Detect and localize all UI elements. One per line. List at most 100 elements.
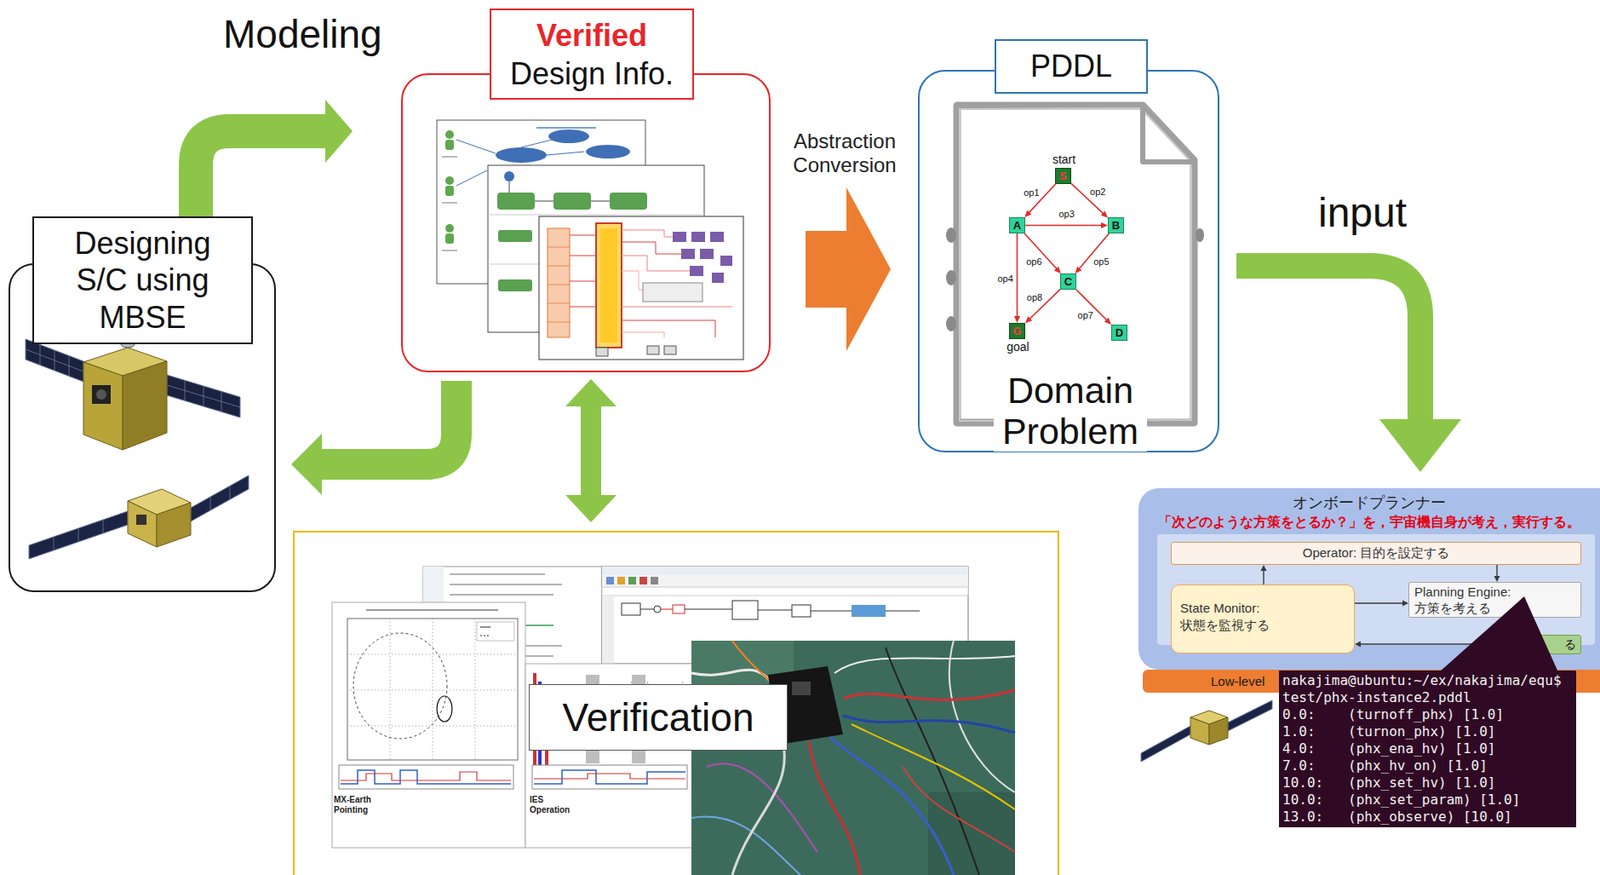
- simulink-screenshot: [650, 576, 659, 585]
- activity-diagram-sheet: [504, 171, 515, 182]
- terminal-line: 10.0: (phx_set_hv) [1.0]: [1282, 774, 1573, 792]
- activity-diagram-sheet: [497, 192, 535, 210]
- operation-plot: [532, 764, 688, 789]
- use-case-diagram-sheet: [456, 139, 496, 154]
- satellite-illustration: [83, 361, 123, 450]
- connector-line: [1076, 289, 1107, 321]
- satellite-illustration: [91, 384, 111, 404]
- terminal-line: 13.0: (phx_observe) [10.0]: [1282, 808, 1573, 826]
- connector-line: [1025, 224, 1102, 227]
- trajectory-plot: [332, 602, 526, 848]
- state-letter: D: [1112, 325, 1127, 340]
- satellite-illustration: [166, 384, 241, 408]
- harness-photo: [732, 640, 771, 682]
- arrow-shaft: [321, 380, 457, 465]
- activity-diagram-sheet: [487, 214, 705, 216]
- plot-caption: MX-Earth Pointing: [333, 794, 384, 815]
- trajectory-plot: [436, 695, 453, 722]
- terminal-line: 7.0: (phx_hv_on) [1.0]: [1282, 756, 1573, 775]
- state-letter: A: [1009, 217, 1025, 233]
- simulink-screenshot: [617, 576, 626, 585]
- satellite-illustration: [190, 475, 249, 522]
- simulink-screenshot: [653, 605, 661, 613]
- connector-line: [1024, 233, 1057, 270]
- connector-line: [1496, 564, 1497, 577]
- graph-edge: [1024, 233, 1061, 274]
- harness-photo: [902, 766, 1016, 852]
- flow-arrow: [1494, 564, 1501, 582]
- operator-label: op6: [1025, 256, 1043, 267]
- satellite-illustration: [156, 502, 191, 547]
- harness-photo: [851, 723, 1016, 809]
- terminal-line: 0.0: (turnoff_phx) [1.0]: [1282, 705, 1573, 723]
- state-letter: G: [1009, 323, 1025, 339]
- panel-subtitle: 「次どのような方策をとるか？」を，宇宙機自身が考え，実行する。: [1158, 513, 1581, 531]
- trajectory-plot: [340, 771, 511, 780]
- block-diagram-sheet: [621, 332, 665, 338]
- activity-diagram-sheet: [534, 200, 554, 202]
- use-case-diagram-sheet: [441, 249, 458, 252]
- satellite-illustration: [53, 536, 55, 551]
- use-case-diagram-sheet: [445, 176, 454, 185]
- graph-state: B: [1107, 217, 1125, 234]
- use-case-diagram-sheet: [445, 223, 454, 233]
- trajectory-plot: [480, 626, 491, 628]
- use-case-diagram-sheet: [536, 126, 597, 129]
- arrow-head: [291, 433, 322, 495]
- satellite-illustration: [1141, 699, 1273, 762]
- mbse-region: Designing S/C using MBSE: [8, 263, 276, 592]
- block-diagram-sheet: [621, 241, 682, 254]
- satellite-illustration: [166, 374, 241, 418]
- satellite-illustration: [78, 527, 80, 542]
- activity-diagram-sheet: [509, 181, 511, 193]
- harness-photo: [808, 740, 861, 875]
- simulink-screenshot: [640, 608, 654, 610]
- satellite-illustration: [25, 349, 84, 372]
- graph-state: Ggoal: [1009, 322, 1026, 339]
- arrow-head: [846, 187, 891, 351]
- satellite-illustration: [229, 485, 231, 499]
- use-case-diagram-sheet: [445, 130, 454, 139]
- satellite-illustration: [28, 510, 128, 559]
- satellite-illustration: [1190, 716, 1210, 745]
- use-case-diagram-sheet: [548, 129, 590, 144]
- harness-photo: [843, 689, 1016, 700]
- block-diagram-sheet: [720, 255, 733, 266]
- simulink-screenshot: [810, 610, 852, 612]
- code-screenshot: [449, 583, 563, 585]
- simulink-screenshot: [791, 604, 811, 617]
- simulink-screenshot: [639, 576, 648, 585]
- code-screenshot: [449, 573, 545, 575]
- trajectory-plot: [347, 725, 518, 727]
- simulink-screenshot: [684, 608, 733, 610]
- graph-edge: [1075, 233, 1110, 274]
- block-diagram-sheet: [596, 223, 622, 348]
- satellite-illustration: [103, 519, 104, 534]
- operator-label: op2: [1089, 186, 1107, 197]
- activity-diagram-sheet: [498, 229, 533, 242]
- state-label: goal: [992, 339, 1044, 354]
- harness-photo: [691, 815, 801, 875]
- block-diagram-sheet: [547, 284, 570, 286]
- trajectory-plot: [338, 764, 514, 789]
- arrow-label: Abstraction Conversion: [780, 129, 909, 177]
- flow-arrow: [1261, 564, 1268, 585]
- trajectory-plot: [340, 769, 511, 784]
- trajectory-plot: [353, 632, 448, 739]
- satellite-illustration: [25, 338, 84, 382]
- document-icon: [946, 227, 957, 243]
- block-arrow: [195, 99, 353, 217]
- pddl-region: PDDLDomain ProblemstartSABCDGgoal: [917, 69, 1220, 453]
- block-diagram-sheet: [710, 231, 724, 242]
- state-letter: B: [1108, 217, 1124, 233]
- simulink-screenshot: [851, 604, 886, 617]
- plot-caption: IES Operation: [529, 794, 576, 815]
- satellite-illustration: [136, 514, 147, 525]
- activity-diagram-sheet: [498, 279, 533, 292]
- block-diagram-sheet: [569, 235, 597, 236]
- satellite-illustration: [28, 475, 249, 559]
- harness-photo: [949, 640, 1016, 792]
- satellite-illustration: [122, 361, 167, 450]
- document-icon: [946, 269, 957, 286]
- operator-label: op1: [1022, 187, 1040, 198]
